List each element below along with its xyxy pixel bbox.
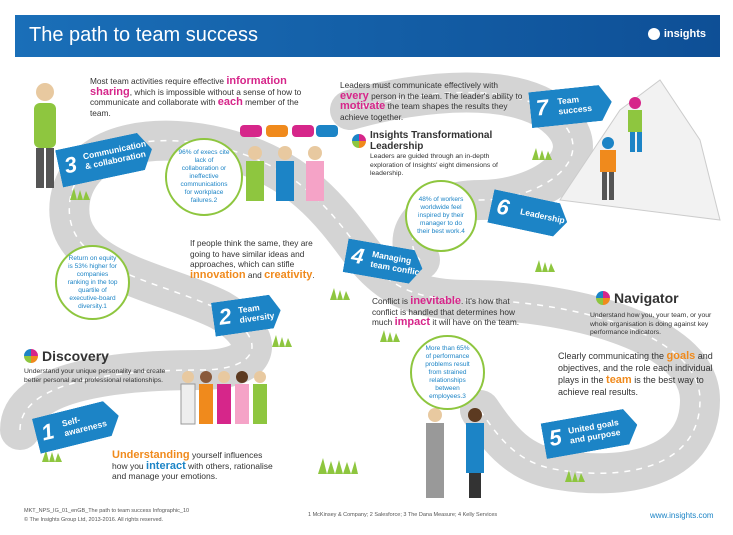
navigator-icon: [596, 291, 610, 305]
climbers-figures: [600, 97, 642, 200]
text-segment: is the best way to achieve real results.: [558, 375, 704, 397]
grass-tuft: [565, 470, 585, 482]
highlight-text: interact: [146, 459, 186, 472]
people-group-communicating: [240, 125, 338, 201]
itl-brand: Insights Transformational Leadership: [352, 130, 520, 152]
insights-logo: insights: [647, 28, 706, 40]
text-segment: .: [312, 269, 315, 280]
grass-tuft: [272, 335, 292, 347]
brand-name: Discovery: [42, 348, 109, 364]
two-people-conversing: [426, 408, 484, 498]
text-segment: and: [245, 269, 265, 280]
think-same-text: If people think the same, they are going…: [190, 238, 330, 280]
step-number: 3: [61, 151, 80, 179]
highlight-text: creativity: [264, 268, 313, 281]
person-figure-thinking: [34, 83, 56, 188]
page-title: The path to team success: [29, 24, 259, 46]
highlight-text: inevitable: [410, 295, 462, 307]
highlight-text: innovation: [190, 268, 246, 281]
highlight-text: information sharing: [90, 75, 287, 98]
navigator-brand: Navigator: [596, 290, 679, 306]
text-segment: Most team activities require effective: [90, 76, 227, 86]
footer-sources: 1 McKinsey & Company; 2 Salesforce; 3 Th…: [308, 512, 498, 518]
text-segment: with others, rationalise and manage your…: [112, 460, 273, 482]
discovery-icon: [24, 349, 38, 363]
brand-name: Insights Transformational Leadership: [370, 130, 493, 152]
step-number: 1: [38, 418, 57, 446]
step-label: Team success: [556, 94, 593, 117]
grass-tuft: [532, 148, 552, 160]
step-label: United goals and purpose: [567, 417, 622, 446]
highlight-text: motivate: [340, 100, 386, 112]
goals-text: Clearly communicating the goals and obje…: [558, 350, 718, 398]
step-label: Team diversity: [237, 302, 275, 326]
step-label: Leadership: [519, 206, 566, 226]
insights-wheel-icon: [352, 134, 366, 148]
highlight-text: team: [606, 374, 632, 386]
info-sharing-text: Most team activities require effective i…: [90, 76, 305, 118]
footer-url[interactable]: www.insights.com: [650, 511, 714, 520]
stat-bubble-equity: Return on equity is 53% higher for compa…: [55, 245, 130, 320]
logo-text: insights: [663, 28, 706, 40]
text-segment: Clearly communicating the: [558, 351, 667, 361]
header-banner: The path to team success insights: [15, 15, 720, 57]
grass-tuft: [318, 458, 358, 474]
highlight-text: each: [217, 96, 243, 108]
grass-tuft: [380, 330, 400, 342]
text-segment: . It's how that conflict is handled that…: [372, 296, 515, 327]
leaders-text: Leaders must communicate effectively wit…: [340, 80, 525, 122]
footer-code: MKT_NPS_IG_01_enGB_The path to team succ…: [24, 508, 190, 514]
itl-description: Leaders are guided through an in-depth e…: [370, 153, 498, 177]
stat-bubble-workers: 48% of workers worldwide feel inspired b…: [405, 180, 477, 252]
understanding-text: Understanding yourself influences how yo…: [112, 450, 277, 482]
step-number: 2: [217, 303, 233, 330]
highlight-text: goals: [666, 350, 696, 362]
step-number: 7: [534, 94, 550, 121]
text-segment: it will have on the team.: [430, 317, 520, 327]
discovery-description: Understand your unique personality and c…: [24, 368, 166, 384]
text-segment: Conflict is: [372, 296, 411, 306]
navigator-description: Understand how you, your team, or your w…: [590, 312, 712, 336]
highlight-text: impact: [394, 316, 431, 328]
step-number: 5: [547, 424, 564, 452]
conflict-text: Conflict is inevitable. It's how that co…: [372, 296, 532, 328]
highlight-text: Understanding: [112, 449, 190, 461]
text-segment: , which is impossible without a sense of…: [90, 86, 302, 108]
text-segment: If people think the same, they are going…: [190, 238, 313, 269]
stat-bubble-execs: 96% of execs cite lack of collaboration …: [165, 138, 243, 216]
text-segment: yourself influences how you: [112, 450, 263, 471]
highlight-text: every: [340, 89, 369, 102]
stat-bubble-performance: More than 65% of performance problems re…: [410, 335, 485, 410]
text-segment: person in the team. The leader's ability…: [368, 90, 523, 101]
text-segment: Leaders must communicate effectively wit…: [340, 80, 499, 90]
step-number: 6: [494, 193, 512, 221]
brand-name: Navigator: [614, 290, 679, 306]
text-segment: and objectives, and the role each indivi…: [558, 351, 713, 385]
grass-tuft: [70, 188, 90, 200]
grass-tuft: [535, 260, 555, 272]
diverse-people-group: [180, 371, 267, 425]
text-segment: the team shapes the results they achieve…: [340, 101, 508, 122]
text-segment: member of the team.: [90, 97, 299, 118]
footer-copyright: © The Insights Group Ltd, 2013-2016. All…: [24, 517, 164, 523]
insights-logo-icon: [647, 28, 660, 40]
grass-tuft: [330, 288, 350, 300]
step-label: Communication & collaboration: [81, 138, 147, 172]
discovery-brand: Discovery: [24, 348, 109, 364]
step-number: 4: [349, 242, 366, 270]
step-label: Self- awareness: [60, 414, 108, 439]
grass-tuft: [42, 450, 62, 462]
